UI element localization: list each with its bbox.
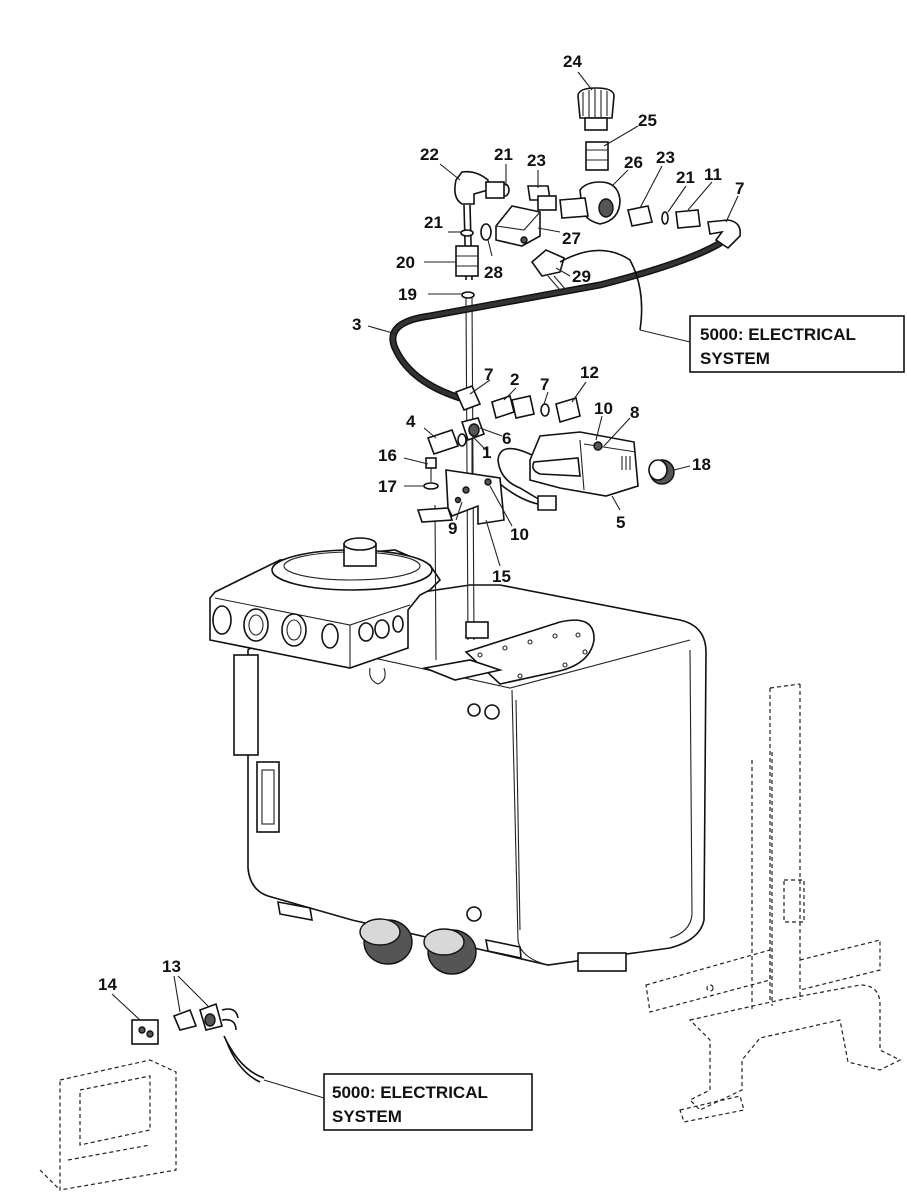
callout-20: 20	[396, 253, 415, 272]
callout-29: 29	[572, 267, 591, 286]
callout-24: 24	[563, 52, 582, 71]
callout-21-right: 21	[676, 168, 695, 187]
hydraulic-tank	[233, 584, 707, 975]
callout-1: 1	[482, 443, 491, 462]
callout-19: 19	[398, 285, 417, 304]
control-panel-dashed	[39, 1059, 177, 1191]
callout-23-right: 23	[656, 148, 675, 167]
gauge-fitting-assembly	[454, 87, 742, 331]
callout-14: 14	[98, 975, 117, 994]
switch-plate	[131, 1019, 159, 1045]
callout-18: 18	[692, 455, 711, 474]
callout-10-top: 10	[594, 399, 613, 418]
callout-28: 28	[484, 263, 503, 282]
callout-6: 6	[502, 429, 511, 448]
callout-17: 17	[378, 477, 397, 496]
callout-12: 12	[580, 363, 599, 382]
motor-pump-housing	[209, 537, 442, 669]
callout-9: 9	[448, 519, 457, 538]
callout-4: 4	[406, 412, 416, 431]
callout-23-top: 23	[527, 151, 546, 170]
relief-valve-fittings	[426, 384, 581, 456]
callout-27: 27	[562, 229, 581, 248]
callout-labels: 24 25 22 21 23 26 23 21 11 7 21 27 20 28…	[98, 52, 744, 994]
callout-8: 8	[630, 403, 639, 422]
callout-5: 5	[616, 513, 625, 532]
reference-upper-line2: SYSTEM	[700, 349, 770, 368]
callout-11: 11	[704, 165, 722, 184]
callout-2: 2	[510, 370, 519, 389]
callout-3: 3	[352, 315, 361, 334]
toggle-switch	[172, 1002, 265, 1083]
reference-box-lower: 5000: ELECTRICAL SYSTEM	[323, 1073, 533, 1131]
callout-7-mid-left: 7	[484, 365, 493, 384]
pressure-line-tubes	[434, 204, 489, 661]
callout-16: 16	[378, 446, 397, 465]
reference-box-upper: 5000: ELECTRICAL SYSTEM	[689, 315, 905, 373]
directional-valve	[497, 431, 675, 511]
reference-lower-line2: SYSTEM	[332, 1107, 402, 1126]
callout-7-top: 7	[735, 179, 744, 198]
callout-26: 26	[624, 153, 643, 172]
callout-15: 15	[492, 567, 511, 586]
callout-7-mid-right: 7	[540, 375, 549, 394]
valve-mounting-bracket	[416, 457, 505, 525]
callout-10-bottom: 10	[510, 525, 529, 544]
callout-22: 22	[420, 145, 439, 164]
leader-lines	[111, 71, 739, 1099]
reference-lower-line1: 5000: ELECTRICAL	[332, 1083, 488, 1102]
callout-25: 25	[638, 111, 657, 130]
reference-upper-line1: 5000: ELECTRICAL	[700, 325, 856, 344]
hydraulic-hose	[389, 238, 726, 402]
callout-13: 13	[162, 957, 181, 976]
callout-21-top: 21	[494, 145, 513, 164]
frame-dashed	[645, 683, 902, 1123]
callout-21-left: 21	[424, 213, 443, 232]
